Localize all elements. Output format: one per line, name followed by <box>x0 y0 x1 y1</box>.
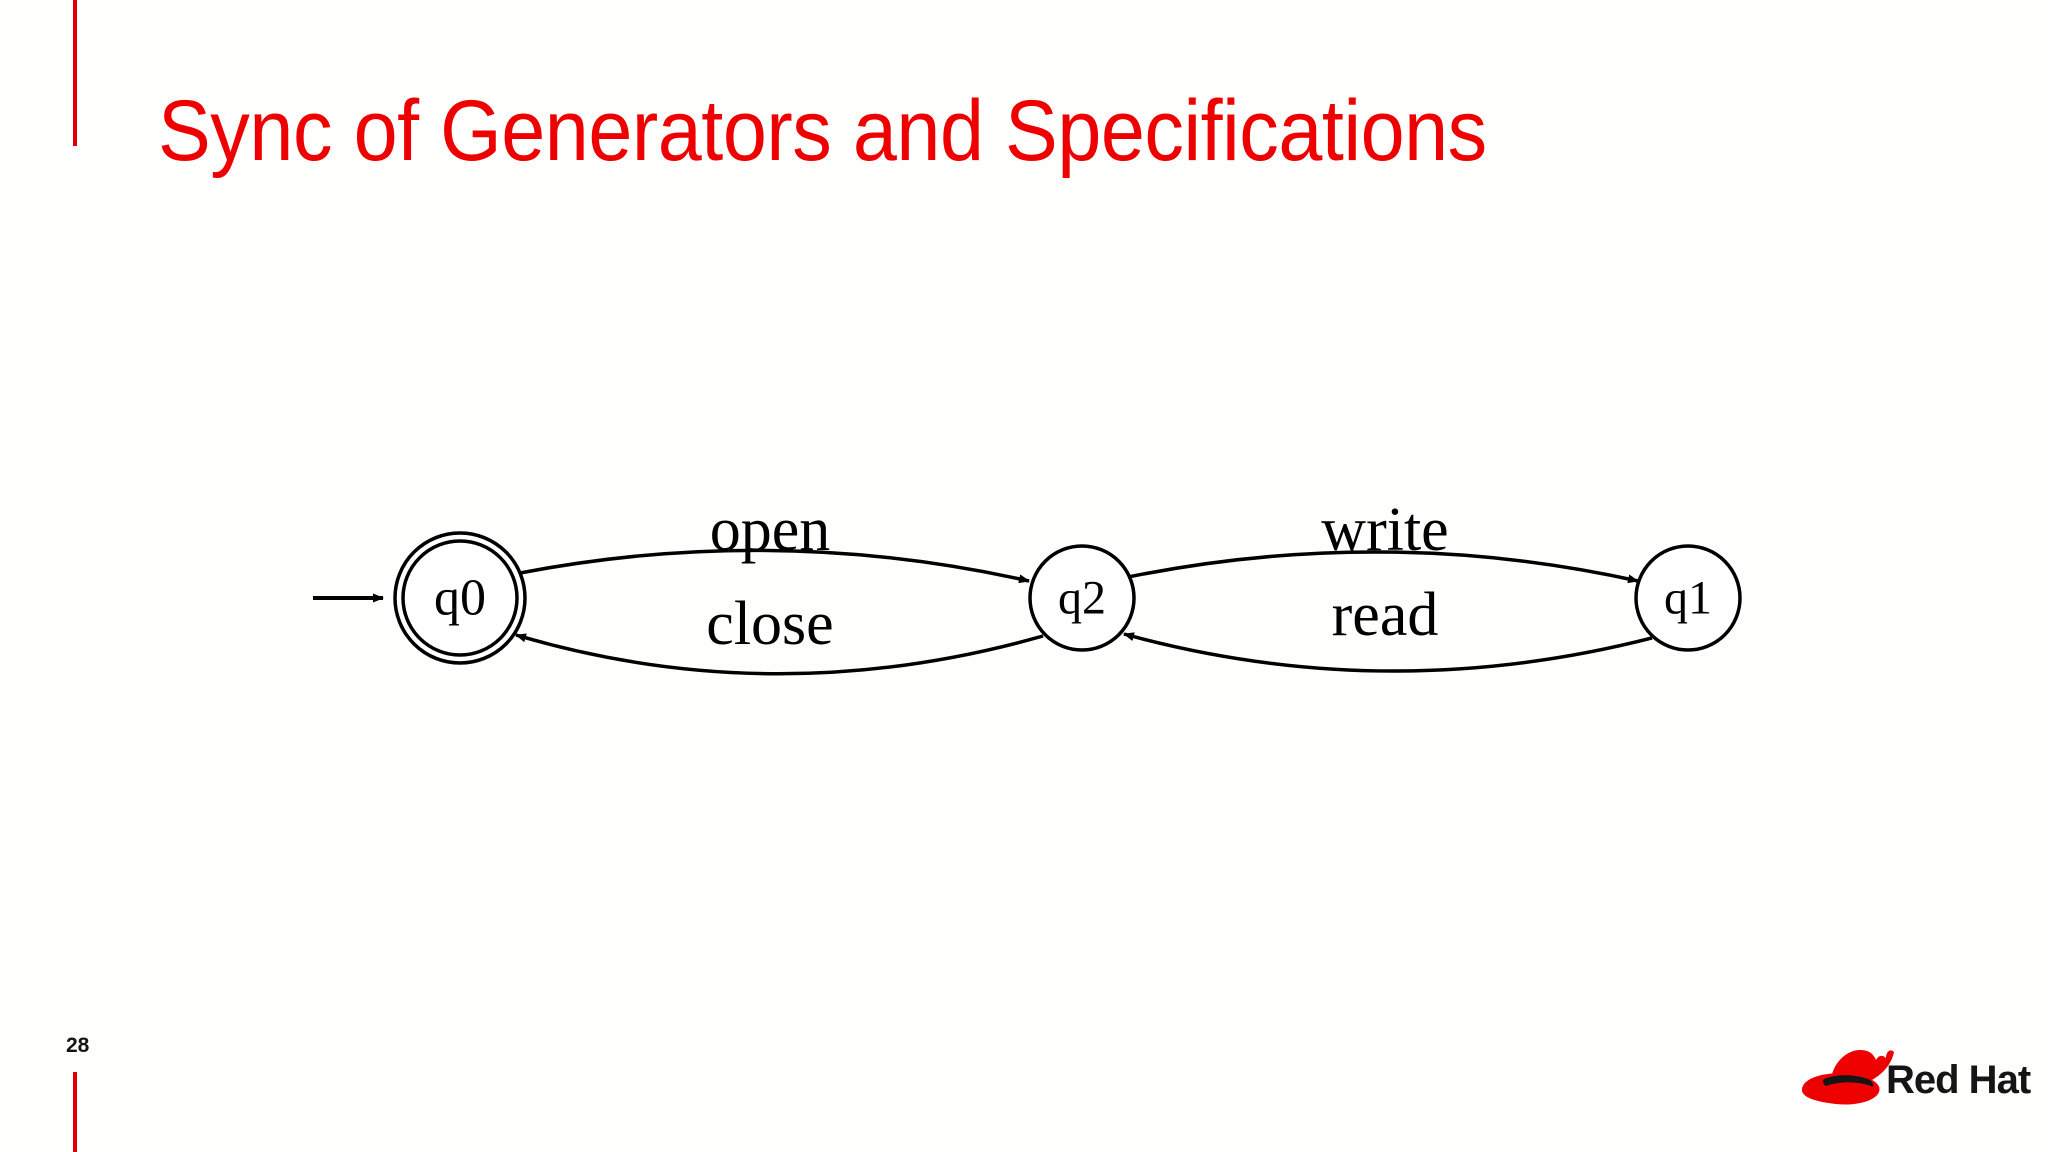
state-label-q0: q0 <box>434 570 486 627</box>
transition-q1-q2-read[interactable] <box>1123 632 1653 673</box>
state-label-q1: q1 <box>1664 572 1712 625</box>
transition-label-open: open <box>710 496 831 564</box>
red-hat-hat-icon <box>1802 1050 1894 1105</box>
transition-label-write: write <box>1321 496 1448 564</box>
page-number: 28 <box>66 1034 90 1057</box>
state-node-q1[interactable]: q1 <box>1634 544 1742 652</box>
page-title: Sync of Generators and Specifications <box>158 83 1487 179</box>
accent-rule-bottom <box>73 1072 77 1152</box>
transition-q0-q2-open[interactable] <box>519 548 1030 584</box>
accent-rule-top <box>73 0 77 146</box>
transition-label-read: read <box>1332 581 1439 649</box>
transition-label-close: close <box>706 590 833 658</box>
state-label-q2: q2 <box>1058 572 1106 625</box>
red-hat-wordmark: Red Hat <box>1886 1058 2031 1102</box>
transition-q2-q1-write[interactable] <box>1127 550 1639 584</box>
red-hat-logo: Red Hat <box>1794 1038 2031 1120</box>
transition-q2-q0-close[interactable] <box>515 633 1044 676</box>
state-node-q0[interactable]: q0 <box>393 531 527 665</box>
state-node-q2[interactable]: q2 <box>1028 544 1136 652</box>
